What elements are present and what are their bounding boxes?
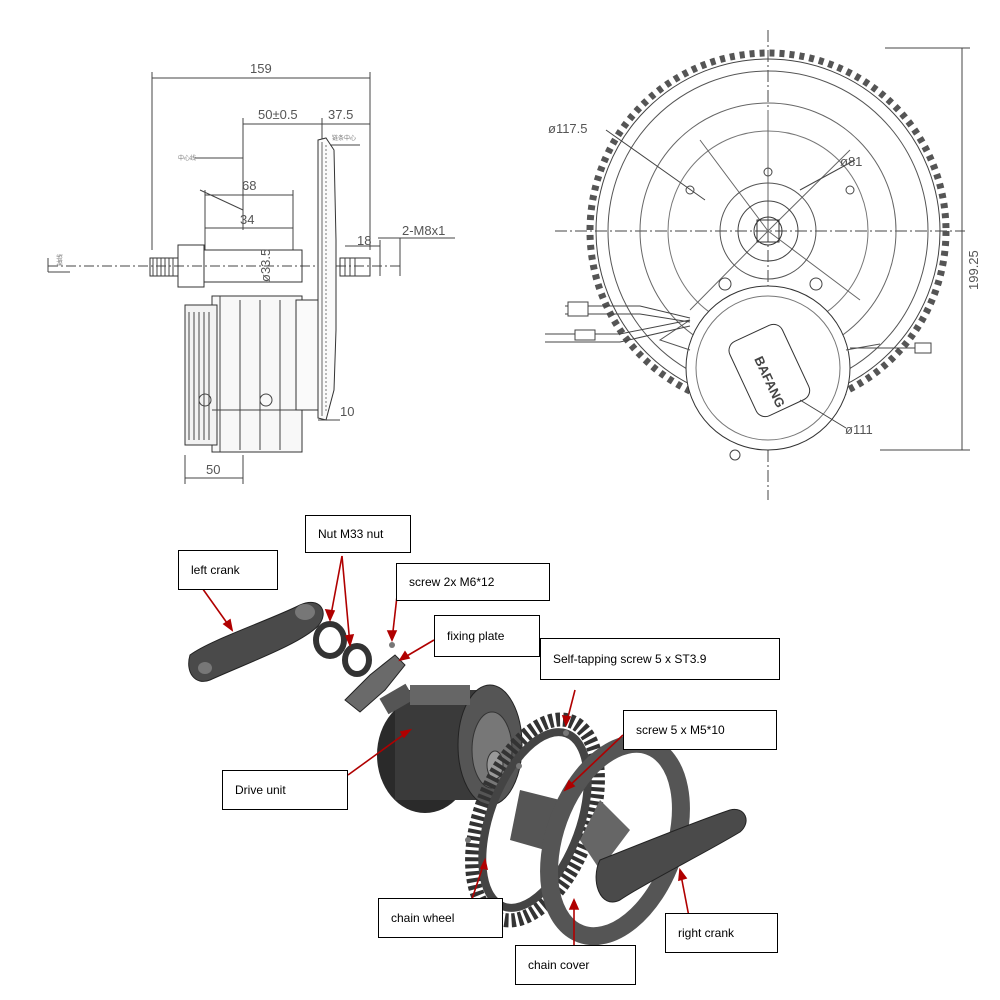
dim-shaft-diameter: ø33.5 <box>258 249 273 282</box>
label-chain-cover: chain cover <box>515 945 636 985</box>
label-left-crank: left crank <box>178 550 278 590</box>
side-view-drawing <box>47 72 455 484</box>
dim-68: 68 <box>242 178 256 193</box>
dim-81: ø81 <box>840 154 862 169</box>
tiny-annotation-2: 链条中心 <box>332 134 356 142</box>
tiny-annotation-3: 轴线 <box>56 254 64 266</box>
front-view-drawing <box>545 30 970 500</box>
tiny-annotation-1: 中心线 <box>178 154 196 162</box>
fixing-plate-shape <box>344 654 406 713</box>
dim-offset: 50±0.5 <box>258 107 298 122</box>
nut-ring-1 <box>313 621 347 659</box>
label-drive-unit: Drive unit <box>222 770 348 810</box>
dim-18: 18 <box>357 233 371 248</box>
label-fixing-plate: fixing plate <box>434 615 540 657</box>
chainring-teeth <box>586 49 950 413</box>
dim-chainline: 37.5 <box>328 107 353 122</box>
dim-111: ø111 <box>845 422 873 437</box>
dim-overall-width: 159 <box>250 61 272 76</box>
dim-height: 199.25 <box>966 250 981 290</box>
label-right-crank: right crank <box>665 913 778 953</box>
nut-ring-2 <box>342 643 372 677</box>
dim-117-5: ø117.5 <box>548 121 588 136</box>
right-crank-shape <box>595 808 747 903</box>
left-crank-shape <box>188 602 324 682</box>
label-chain-wheel: chain wheel <box>378 898 503 938</box>
side-view-dimension-texts: 159 50±0.5 37.5 68 34 ø33.5 18 2-M8x1 10… <box>56 61 445 477</box>
dim-10: 10 <box>340 404 354 419</box>
label-nut: Nut M33 nut <box>305 515 411 553</box>
callout-arrows <box>199 555 691 945</box>
label-self-tapping-screw: Self-tapping screw 5 x ST3.9 <box>540 638 780 680</box>
label-screw-m6: screw 2x M6*12 <box>396 563 550 601</box>
label-screw-m5: screw 5 x M5*10 <box>623 710 777 750</box>
dim-34: 34 <box>240 212 254 227</box>
dim-50: 50 <box>206 462 220 477</box>
dim-bolts: 2-M8x1 <box>402 223 445 238</box>
